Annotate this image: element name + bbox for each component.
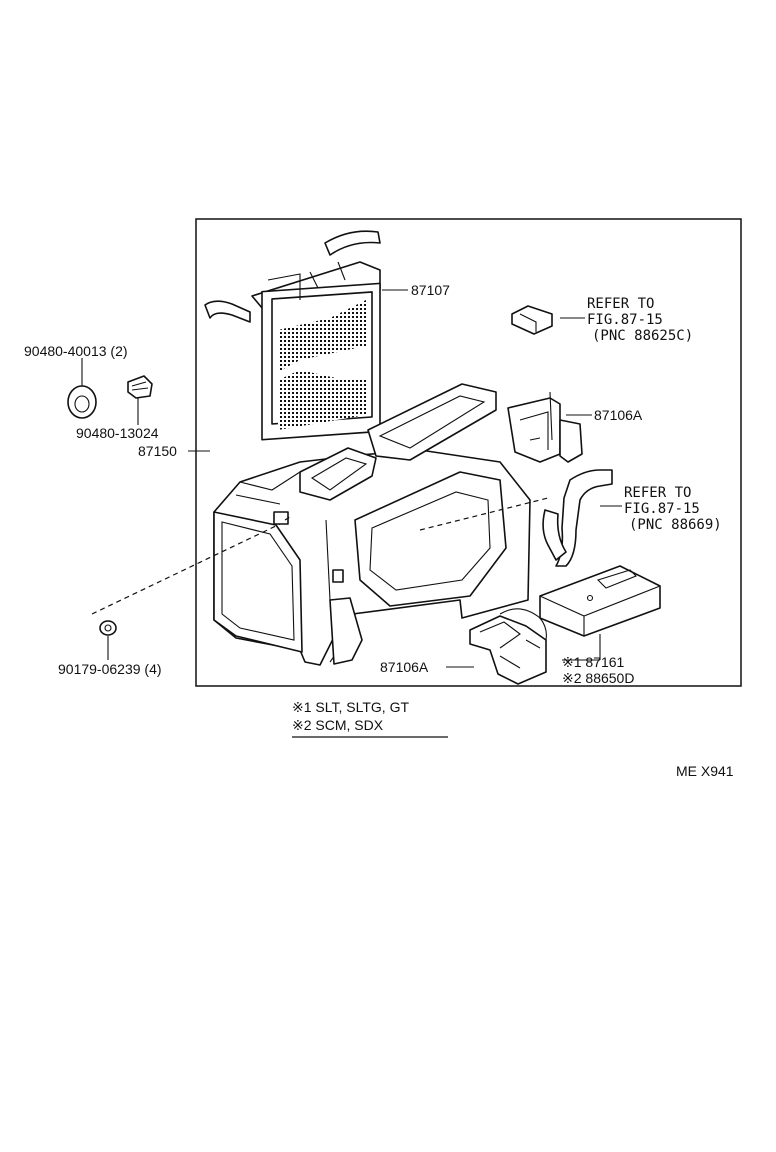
amplifier xyxy=(539,565,661,637)
heater-core xyxy=(204,230,381,441)
label-87106a-bottom: 87106A xyxy=(380,659,429,675)
label-refer-top-3: (PNC 88625C) xyxy=(592,328,693,344)
label-refer-mid-2: FIG.87-15 xyxy=(624,501,700,517)
note-1: ※1 SLT, SLTG, GT xyxy=(292,699,409,715)
grommet xyxy=(67,358,97,419)
duct-hose xyxy=(542,469,613,567)
label-refer-mid-3: (PNC 88669) xyxy=(629,517,722,533)
label-nut: 90179-06239 (4) xyxy=(58,661,162,677)
leader-lines xyxy=(188,289,622,668)
mounting-dash-line xyxy=(91,497,549,615)
label-87106a-top: 87106A xyxy=(594,407,643,423)
servo-motor-bottom xyxy=(469,608,547,685)
note-2: ※2 SCM, SDX xyxy=(292,717,384,733)
label-grommet: 90480-40013 (2) xyxy=(24,343,128,359)
nut xyxy=(99,620,117,660)
label-refer-mid-1: REFER TO xyxy=(624,485,691,501)
servo-motor-top xyxy=(507,391,583,463)
connector-top xyxy=(511,305,553,335)
diagram-frame xyxy=(195,218,742,687)
heater-unit-housing xyxy=(213,383,531,666)
figure-code: ME X941 xyxy=(676,763,734,779)
label-refer-top-2: FIG.87-15 xyxy=(587,312,663,328)
label-plug: 90480-13024 xyxy=(76,425,159,441)
plug xyxy=(127,375,153,425)
label-amp-1: ※1 87161 xyxy=(562,654,625,670)
label-amp-2: ※2 88650D xyxy=(562,670,634,686)
label-refer-top-1: REFER TO xyxy=(587,296,654,312)
label-87150: 87150 xyxy=(138,443,177,459)
label-87107: 87107 xyxy=(411,282,450,298)
